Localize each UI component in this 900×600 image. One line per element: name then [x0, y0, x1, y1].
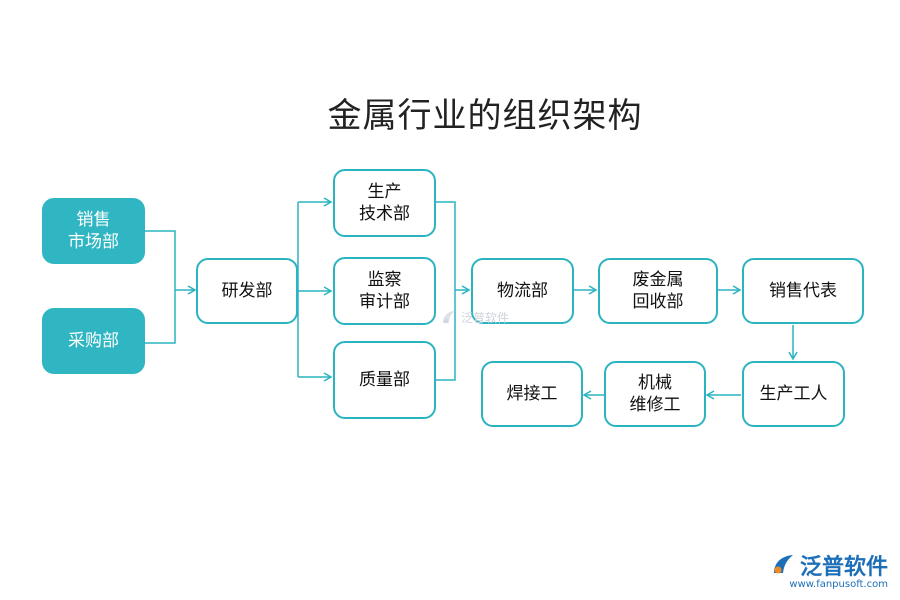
node-rnd: 研发部 [196, 258, 298, 324]
node-logistics: 物流部 [471, 258, 574, 324]
brand-url: www.fanpusoft.com [789, 579, 888, 590]
node-purchasing: 采购部 [42, 308, 145, 374]
node-welder: 焊接工 [481, 361, 583, 427]
node-scrap-recycling: 废金属 回收部 [598, 258, 718, 324]
diagram-title: 金属行业的组织架构 [327, 96, 643, 136]
node-mech-repair: 机械 维修工 [604, 361, 706, 427]
node-audit: 监察 审计部 [333, 257, 436, 325]
watermark-logo-icon [443, 311, 455, 324]
brand-name: 泛普软件 [799, 555, 888, 580]
node-production-worker: 生产工人 [742, 361, 845, 427]
edge-merge-bracket [436, 201, 456, 381]
node-sales-rep: 销售代表 [742, 258, 864, 324]
center-watermark-text: 泛普软件 [461, 310, 510, 325]
edge-sales-bracket [145, 230, 176, 344]
node-quality: 质量部 [333, 341, 436, 419]
node-sales-market: 销售 市场部 [42, 198, 145, 264]
brand-watermark: 泛普软件 www.fanpusoft.com [770, 549, 888, 590]
brand-logo-icon [773, 555, 793, 574]
node-production-tech: 生产 技术部 [333, 169, 436, 237]
center-watermark: 泛普软件 [440, 308, 509, 326]
